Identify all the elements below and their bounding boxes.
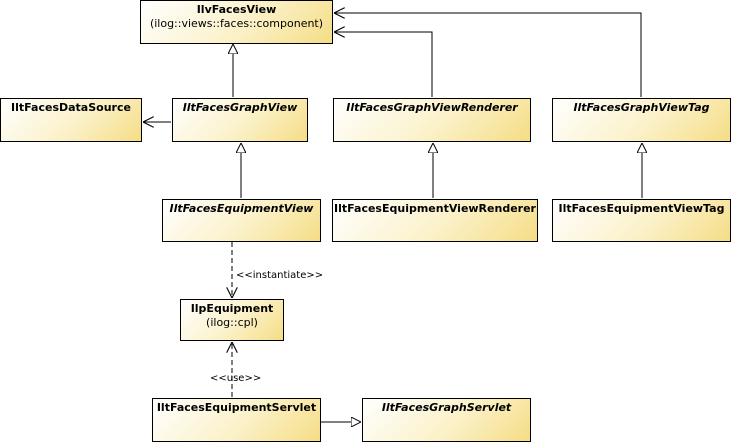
- class-name: IltFacesEquipmentServlet: [156, 401, 317, 414]
- class-name: IltFacesGraphViewRenderer: [346, 101, 518, 114]
- class-name: IltFacesGraphServlet: [381, 401, 512, 414]
- association-tag-to-facesview: [334, 13, 642, 97]
- class-ilt-faces-graph-view[interactable]: IltFacesGraphView: [172, 98, 308, 142]
- class-ilt-faces-equipment-servlet[interactable]: IltFacesEquipmentServlet: [152, 398, 321, 442]
- class-ilt-faces-data-source[interactable]: IltFacesDataSource: [0, 98, 142, 142]
- stereotype-use-label: <<use>>: [210, 373, 262, 384]
- class-ilv-faces-view[interactable]: IlvFacesView (ilog::views::faces::compon…: [140, 0, 333, 44]
- class-name: IltFacesEquipmentViewTag: [558, 202, 725, 215]
- class-name: IlvFacesView: [196, 3, 277, 16]
- class-name: IlpEquipment: [190, 302, 274, 315]
- class-ilt-faces-graph-view-tag[interactable]: IltFacesGraphViewTag: [552, 98, 731, 142]
- association-renderer-to-facesview: [334, 32, 433, 97]
- class-ilt-faces-equipment-view[interactable]: IltFacesEquipmentView: [162, 199, 321, 242]
- class-package: (ilog::views::faces::component): [149, 17, 324, 30]
- class-package: (ilog::cpl): [206, 316, 258, 329]
- class-ilt-faces-graph-view-renderer[interactable]: IltFacesGraphViewRenderer: [333, 98, 531, 142]
- class-name: IltFacesEquipmentView: [169, 202, 314, 215]
- class-ilt-faces-equipment-view-tag[interactable]: IltFacesEquipmentViewTag: [552, 199, 731, 242]
- class-ilp-equipment[interactable]: IlpEquipment (ilog::cpl): [180, 299, 284, 341]
- stereotype-instantiate-label: <<instantiate>>: [236, 270, 324, 281]
- class-name: IltFacesGraphView: [182, 101, 298, 114]
- class-name: IltFacesGraphViewTag: [573, 101, 710, 114]
- class-name: IltFacesEquipmentViewRenderer: [334, 202, 536, 215]
- class-ilt-faces-equipment-view-renderer[interactable]: IltFacesEquipmentViewRenderer: [332, 199, 538, 242]
- class-ilt-faces-graph-servlet[interactable]: IltFacesGraphServlet: [362, 398, 531, 442]
- class-name: IltFacesDataSource: [11, 101, 131, 114]
